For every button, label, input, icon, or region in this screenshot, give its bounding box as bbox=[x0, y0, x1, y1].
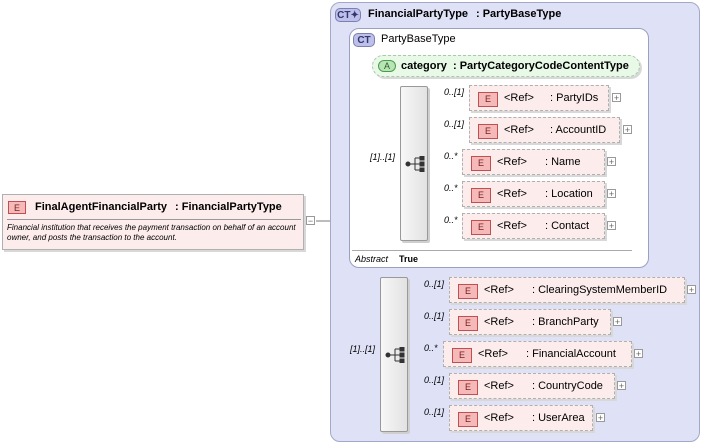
multiplicity-label: 0..[1] bbox=[424, 375, 445, 385]
multiplicity-label: 0..* bbox=[444, 151, 458, 161]
element-clearing-system-member-id[interactable]: E <Ref> : ClearingSystemMemberID bbox=[449, 277, 685, 303]
element-country-code[interactable]: E <Ref> : CountryCode bbox=[449, 373, 615, 399]
attribute-category[interactable]: A category : PartyCategoryCodeContentTyp… bbox=[372, 55, 640, 77]
element-ref: <Ref> bbox=[484, 380, 514, 392]
divider bbox=[7, 219, 301, 220]
abstract-value: True bbox=[399, 254, 419, 264]
multiplicity-label: 0..[1] bbox=[424, 279, 445, 289]
element-name: : Location bbox=[545, 188, 593, 200]
sequence-compositor[interactable] bbox=[380, 277, 408, 432]
expand-toggle[interactable]: + bbox=[596, 413, 605, 423]
multiplicity-label: 0..* bbox=[424, 343, 438, 353]
sequence-multiplicity: [1]..[1] bbox=[370, 152, 396, 162]
element-badge: E bbox=[458, 284, 478, 299]
expand-toggle[interactable]: + bbox=[607, 221, 616, 231]
abstract-divider bbox=[352, 250, 632, 251]
root-name: FinalAgentFinancialParty bbox=[35, 201, 168, 213]
element-branch-party[interactable]: E <Ref> : BranchParty bbox=[449, 309, 611, 335]
expand-toggle[interactable]: + bbox=[687, 285, 696, 295]
element-name-ref[interactable]: E <Ref> : Name bbox=[462, 149, 605, 175]
element-name: : Contact bbox=[545, 220, 590, 232]
element-name: : PartyIDs bbox=[550, 92, 599, 104]
complex-type-base: : PartyBaseType bbox=[476, 8, 562, 20]
sequence-icon bbox=[385, 347, 405, 363]
element-badge: E bbox=[452, 348, 472, 363]
element-ref: <Ref> bbox=[497, 220, 527, 232]
sequence-compositor[interactable] bbox=[400, 86, 428, 241]
element-badge: E bbox=[471, 188, 491, 203]
expand-toggle[interactable]: + bbox=[634, 349, 643, 359]
element-name: : BranchParty bbox=[532, 316, 599, 328]
expand-toggle[interactable]: + bbox=[607, 157, 616, 167]
element-ref: <Ref> bbox=[504, 124, 534, 136]
multiplicity-label: 0..* bbox=[444, 183, 458, 193]
element-name: : FinancialAccount bbox=[526, 348, 616, 360]
multiplicity-label: 0..[1] bbox=[444, 119, 465, 129]
element-badge: E bbox=[478, 124, 498, 139]
expand-toggle[interactable]: + bbox=[607, 189, 616, 199]
element-ref: <Ref> bbox=[484, 316, 514, 328]
element-financial-account[interactable]: E <Ref> : FinancialAccount bbox=[443, 341, 632, 367]
element-ref: <Ref> bbox=[484, 284, 514, 296]
expand-toggle[interactable]: + bbox=[613, 317, 622, 327]
collapse-toggle[interactable]: − bbox=[306, 216, 315, 226]
root-type: : FinancialPartyType bbox=[175, 201, 282, 213]
attribute-name: category bbox=[401, 60, 447, 72]
element-party-ids[interactable]: E <Ref> : PartyIDs bbox=[469, 85, 609, 111]
element-name: : UserArea bbox=[532, 412, 585, 424]
element-account-id[interactable]: E <Ref> : AccountID bbox=[469, 117, 620, 143]
multiplicity-label: 0..[1] bbox=[444, 87, 465, 97]
complex-type-name: FinancialPartyType bbox=[368, 8, 469, 20]
sequence-icon bbox=[405, 156, 425, 172]
element-badge: E bbox=[8, 201, 26, 214]
element-ref: <Ref> bbox=[497, 156, 527, 168]
expand-toggle[interactable]: + bbox=[617, 381, 626, 391]
multiplicity-label: 0..* bbox=[444, 215, 458, 225]
element-badge: E bbox=[471, 156, 491, 171]
element-name: : AccountID bbox=[550, 124, 607, 136]
element-ref: <Ref> bbox=[478, 348, 508, 360]
attribute-badge: A bbox=[378, 60, 396, 72]
abstract-label: Abstract bbox=[355, 254, 389, 264]
element-ref: <Ref> bbox=[504, 92, 534, 104]
element-badge: E bbox=[471, 220, 491, 235]
base-type-name: PartyBaseType bbox=[381, 33, 456, 45]
element-badge: E bbox=[458, 380, 478, 395]
sequence-multiplicity: [1]..[1] bbox=[350, 344, 376, 354]
element-ref: <Ref> bbox=[484, 412, 514, 424]
element-location[interactable]: E <Ref> : Location bbox=[462, 181, 605, 207]
element-contact[interactable]: E <Ref> : Contact bbox=[462, 213, 605, 239]
multiplicity-label: 0..[1] bbox=[424, 311, 445, 321]
complex-type-badge: CT✦ bbox=[335, 8, 361, 22]
expand-toggle[interactable]: + bbox=[612, 93, 621, 103]
element-badge: E bbox=[458, 316, 478, 331]
element-ref: <Ref> bbox=[497, 188, 527, 200]
attribute-type: : PartyCategoryCodeContentType bbox=[453, 60, 629, 72]
root-element[interactable]: E FinalAgentFinancialParty : FinancialPa… bbox=[2, 194, 304, 250]
element-name: : CountryCode bbox=[532, 380, 603, 392]
multiplicity-label: 0..[1] bbox=[424, 407, 445, 417]
element-name: : ClearingSystemMemberID bbox=[532, 284, 668, 296]
base-type-badge: CT bbox=[353, 33, 375, 47]
element-user-area[interactable]: E <Ref> : UserArea bbox=[449, 405, 593, 431]
expand-toggle[interactable]: + bbox=[623, 125, 632, 135]
element-badge: E bbox=[478, 92, 498, 107]
element-name: : Name bbox=[545, 156, 581, 168]
root-description: Financial institution that receives the … bbox=[7, 223, 296, 242]
element-badge: E bbox=[458, 412, 478, 427]
